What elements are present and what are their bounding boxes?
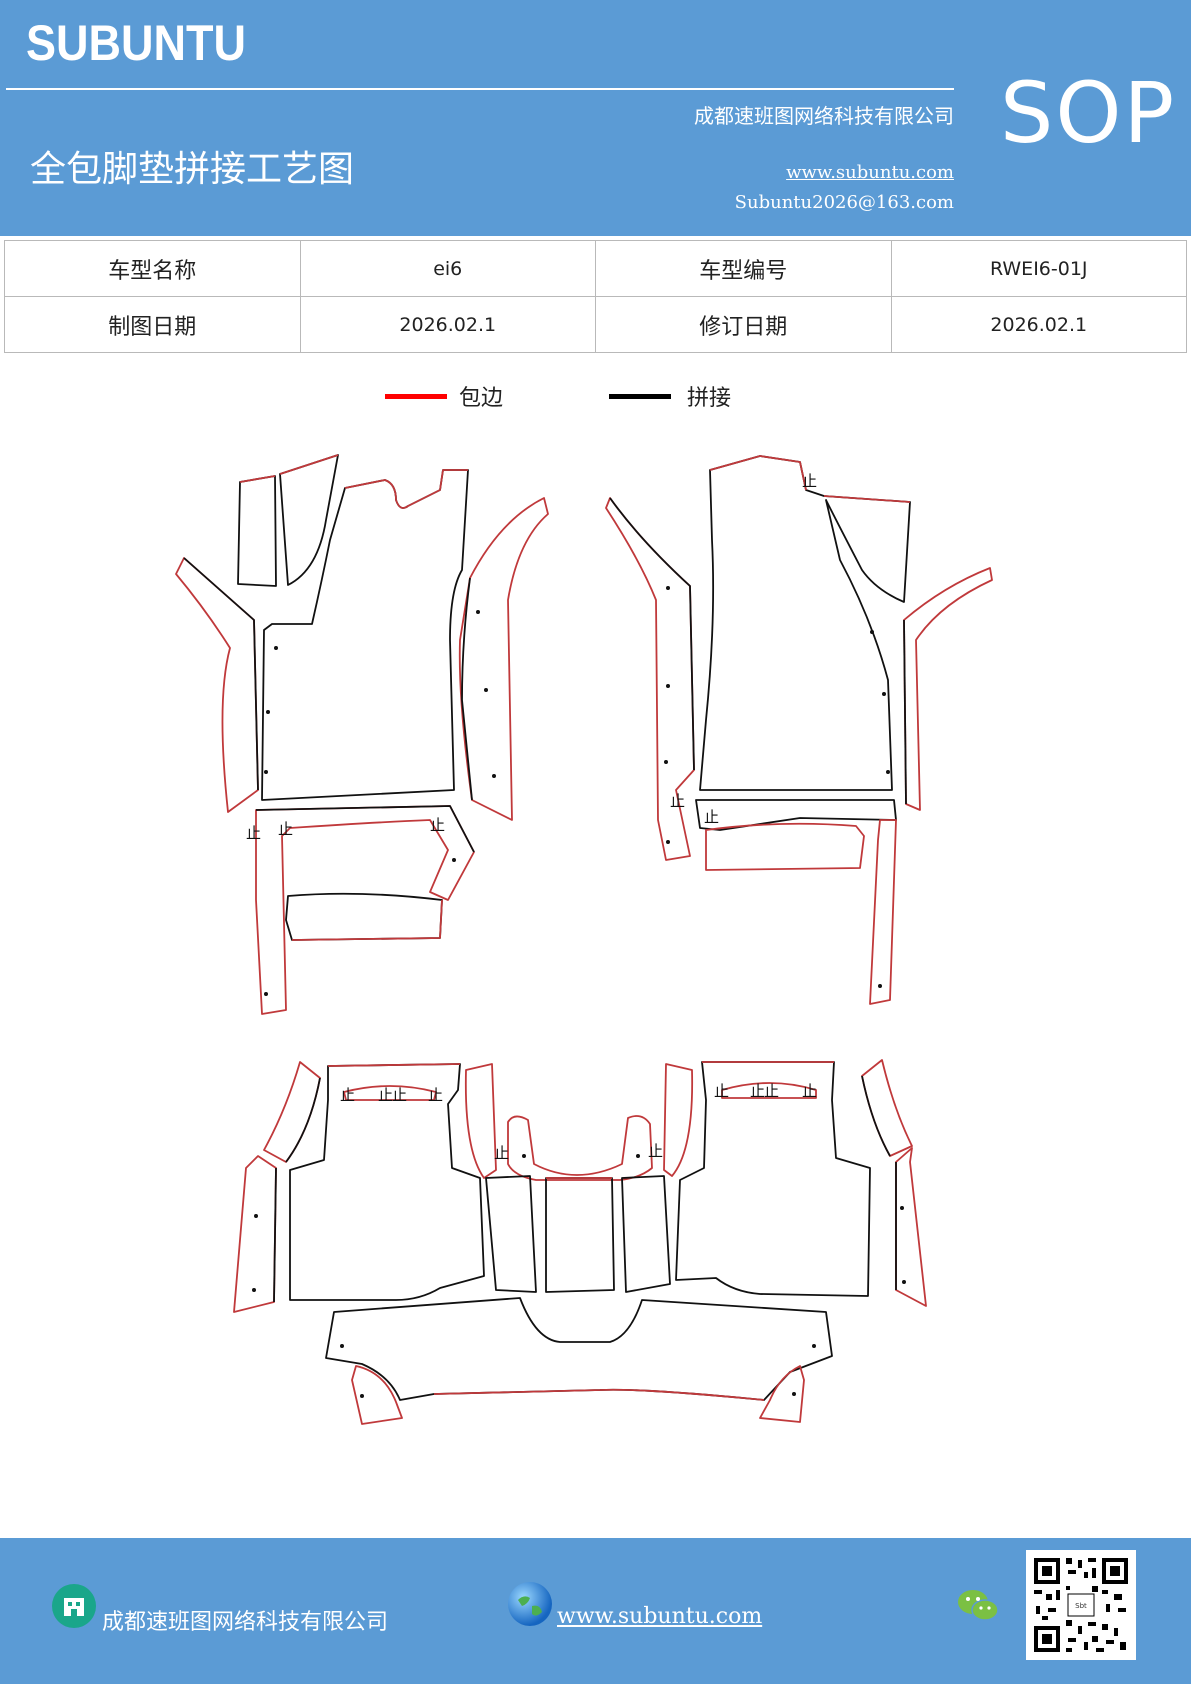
rear-mat-group (233, 1059, 927, 1425)
stop-mark: 止 (704, 808, 719, 826)
mat-piece (869, 819, 897, 1005)
mat-piece (237, 475, 277, 587)
mat-piece (285, 892, 443, 941)
mat-piece (279, 454, 339, 586)
email-address: Subuntu2026@163.com (734, 192, 954, 213)
model-code-label: 车型编号 (595, 240, 892, 297)
website-link[interactable]: www.subuntu.com (786, 162, 954, 183)
legend-swatch-edging (385, 394, 447, 399)
mat-piece (458, 497, 549, 821)
revise-date-value: 2026.02.1 (890, 296, 1187, 353)
stop-mark: 止 (378, 1086, 393, 1104)
mat-piece (721, 1082, 817, 1099)
stop-mark: 止 (714, 1082, 729, 1100)
front-right-mat-group (605, 455, 993, 1005)
qr-code: Sbt (1026, 1550, 1136, 1660)
legend-label-seam: 拼接 (687, 386, 732, 411)
mat-piece (464, 1063, 497, 1179)
stop-mark: 止 (246, 824, 261, 842)
legend-label-edging: 包边 (459, 386, 504, 411)
draw-date-value: 2026.02.1 (299, 296, 596, 353)
table-row: 车型名称 ei6 车型编号 RWEI6-01J (4, 240, 1187, 297)
mat-piece (351, 1365, 403, 1425)
building-icon (52, 1584, 96, 1628)
page-title: 全包脚垫拼接工艺图 (30, 149, 355, 190)
mat-piece (255, 805, 475, 1015)
table-row: 制图日期 2026.02.1 修订日期 2026.02.1 (4, 296, 1187, 353)
brand-logo: SUBUNTU (26, 15, 246, 71)
doc-type-label: SOP (1000, 64, 1177, 162)
mat-piece (699, 455, 911, 791)
header-banner: SUBUNTU SOP 成都速班图网络科技有限公司 全包脚垫拼接工艺图 www.… (0, 0, 1191, 236)
mat-piece (895, 1147, 927, 1307)
stop-mark: 止 (428, 1086, 443, 1104)
mat-piece (485, 1175, 537, 1293)
wechat-icon (956, 1586, 1000, 1626)
header-divider (6, 88, 954, 90)
footer-website-link[interactable]: www.subuntu.com (557, 1604, 763, 1629)
stop-mark: 止 (802, 472, 817, 490)
company-name: 成都速班图网络科技有限公司 (694, 104, 954, 128)
svg-text:Sbt: Sbt (1075, 1602, 1087, 1610)
mat-piece (289, 1063, 485, 1301)
pin-dots (252, 586, 906, 1398)
legend-swatch-seam (609, 394, 671, 399)
stop-mark: 止 (648, 1142, 663, 1160)
stop-mark: 止 (764, 1082, 779, 1100)
stop-mark: 止 (340, 1086, 355, 1104)
draw-date-label: 制图日期 (4, 296, 301, 353)
vehicle-info-table: 车型名称 ei6 车型编号 RWEI6-01J 制图日期 2026.02.1 修… (4, 240, 1187, 353)
mat-piece (175, 557, 259, 813)
mat-piece (261, 469, 469, 801)
stop-mark: 止 (670, 792, 685, 810)
mat-piece (233, 1155, 277, 1313)
footer-banner: 成都速班图网络科技有限公司 www.subuntu.com (0, 1538, 1191, 1684)
stop-mark: 止 (278, 820, 293, 838)
model-name-label: 车型名称 (4, 240, 301, 297)
front-left-mat-group (175, 454, 549, 1015)
stop-mark: 止 (750, 1082, 765, 1100)
model-code-value: RWEI6-01J (890, 240, 1187, 297)
mat-piece (705, 822, 865, 871)
mat-piece (903, 567, 993, 811)
mat-piece (325, 1297, 833, 1401)
globe-icon (508, 1582, 552, 1626)
stop-marks: 止 止 止 止 止 止 止 止 止 止 止 止 止 止 止 止 (246, 472, 817, 1162)
mat-piece (621, 1175, 671, 1293)
mat-piece (663, 1063, 694, 1177)
stop-mark: 止 (392, 1086, 407, 1104)
mat-piece (545, 1177, 615, 1293)
mat-piece (759, 1365, 805, 1423)
floor-mat-diagram: 止 止 止 止 止 止 止 止 止 止 止 止 止 止 止 止 (175, 454, 993, 1425)
stop-mark: 止 (802, 1082, 817, 1100)
stop-mark: 止 (430, 816, 445, 834)
mat-piece (343, 1085, 437, 1101)
stop-mark: 止 (494, 1144, 509, 1162)
mat-piece (507, 1115, 653, 1181)
revise-date-label: 修订日期 (595, 296, 892, 353)
footer-company: 成都速班图网络科技有限公司 (102, 1610, 389, 1635)
mat-piece (675, 1061, 871, 1297)
model-name-value: ei6 (299, 240, 596, 297)
mat-piece (695, 799, 897, 831)
